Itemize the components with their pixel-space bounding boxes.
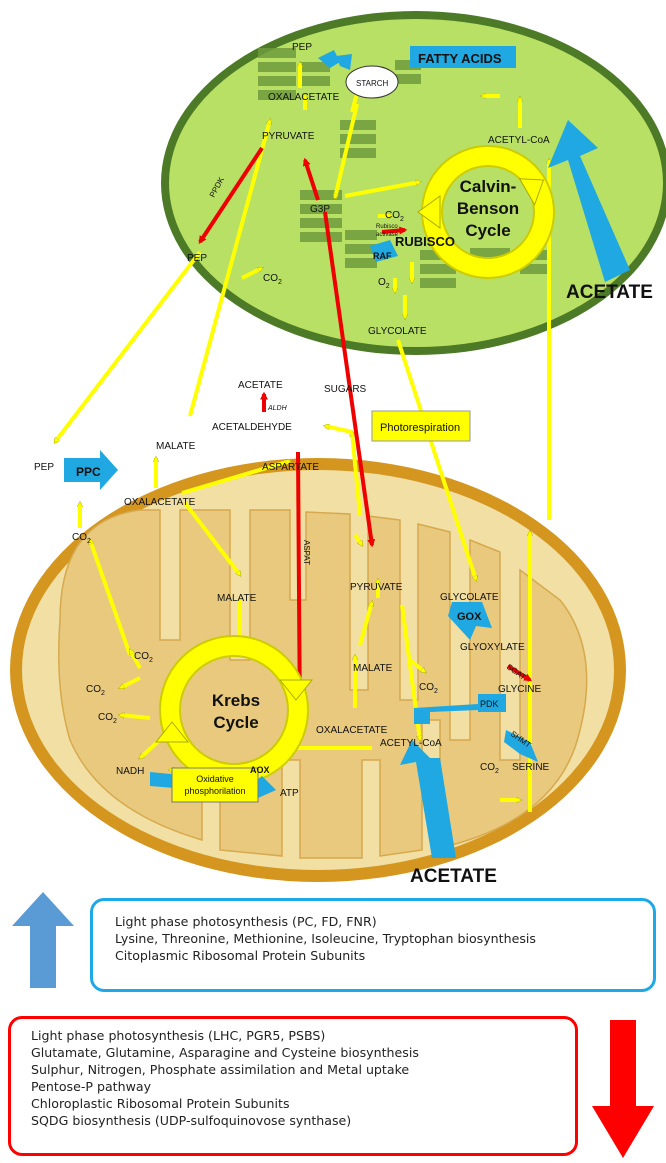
label-pep-left: PEP <box>187 253 207 264</box>
photorespiration-box <box>371 410 471 442</box>
label-co2-cyto: CO2 <box>72 532 91 545</box>
acetate-import-arrow-chloroplast <box>548 120 630 282</box>
downregulated-item: SQDG biosynthesis (UDP-sulfoquinovose sy… <box>31 1113 352 1128</box>
ppc-marker <box>64 450 118 490</box>
downregulated-item: Chloroplastic Ribosomal Protein Subunits <box>31 1096 290 1111</box>
pdk-box <box>478 694 506 712</box>
acetate-import-arrows <box>400 120 630 858</box>
label-malate-mid: MALATE <box>353 663 393 674</box>
label-co2-pdk: CO2 <box>419 682 438 695</box>
calvin-cycle-line2: Benson <box>457 199 519 218</box>
label-ppc: PPC <box>76 465 101 479</box>
label-pyruvate: PYRUVATE <box>350 582 403 593</box>
krebs-cycle-line1: Krebs <box>212 691 260 710</box>
upregulated-arrow-icon <box>12 892 74 988</box>
label-glycine: GLYCINE <box>498 684 541 695</box>
upregulated-item: Citoplasmic Ribosomal Protein Subunits <box>115 948 366 963</box>
label-rubisco-activase-1: Rubisco <box>376 224 398 230</box>
label-co2-k1: CO2 <box>134 651 153 664</box>
label-sugars: SUGARS <box>324 384 367 395</box>
calvin-cycle-line1: Calvin- <box>460 177 517 196</box>
label-pep-cyto: PEP <box>34 462 54 473</box>
label-oxphos-2: phosphorilation <box>184 786 245 796</box>
calvin-cycle-line3: Cycle <box>465 221 510 240</box>
label-co2-left: CO2 <box>263 273 282 286</box>
upregulated-item: Lysine, Threonine, Methionine, Isoleucin… <box>115 931 536 946</box>
metabolic-pathway-diagram: Calvin- Benson Cycle Krebs Cycle PEP OXA… <box>10 11 666 887</box>
label-raf: RAF <box>373 251 392 261</box>
label-aspat: ASPAT <box>302 540 311 565</box>
label-glycolate-top: GLYCOLATE <box>368 326 427 337</box>
label-oxalacetate-top: OXALACETATE <box>268 92 340 103</box>
label-rubisco-activase-2: activase <box>376 232 399 238</box>
label-acetate-bottom: ACETATE <box>410 866 497 887</box>
yellow-flow-arrows <box>53 63 549 812</box>
label-co2-k3: CO2 <box>98 712 117 725</box>
label-o2: O2 <box>378 277 390 290</box>
label-acetaldehyde: ACETALDEHYDE <box>212 422 292 433</box>
starch-oval <box>345 65 399 99</box>
label-pyruvate-top: PYRUVATE <box>262 131 315 142</box>
label-glyoxylate: GLYOXYLATE <box>460 642 525 653</box>
label-atp: ATP <box>280 788 299 799</box>
label-gox: GOX <box>457 611 482 623</box>
downregulated-arrow-icon <box>592 1020 654 1158</box>
label-photorespiration: Photorespiration <box>380 422 460 434</box>
label-malate-left: MALATE <box>217 593 257 604</box>
label-rubisco: RUBISCO <box>395 234 455 249</box>
label-malate-cyto: MALATE <box>156 441 196 452</box>
label-co2-shmt: CO2 <box>480 762 499 775</box>
label-serine: SERINE <box>512 762 550 773</box>
label-fatty-acids: FATTY ACIDS <box>418 51 502 66</box>
oxphos-box <box>171 767 259 803</box>
pdk-inhibitor <box>414 704 478 724</box>
label-acetyl-coa: ACETYL-CoA <box>380 738 442 749</box>
fatty-acids-box <box>410 46 516 68</box>
acetate-import-arrow-mitochondrion <box>400 740 456 858</box>
mitochondrion <box>10 458 626 882</box>
label-co2-top: CO2 <box>385 210 404 223</box>
label-oxalacetate-cyto: OXALACETATE <box>124 497 196 508</box>
label-acetate-right: ACETATE <box>566 282 653 303</box>
label-starch: STARCH <box>356 79 389 88</box>
raf-marker <box>370 240 398 262</box>
label-aox: AOX <box>250 765 270 775</box>
upregulated-item: Light phase photosynthesis (PC, FD, FNR) <box>115 914 377 929</box>
label-glycolate: GLYCOLATE <box>440 592 499 603</box>
krebs-cycle-line2: Cycle <box>213 713 258 732</box>
label-acetyl-coa-top: ACETYL-CoA <box>488 135 550 146</box>
downregulated-item: Light phase photosynthesis (LHC, PGR5, P… <box>31 1028 326 1043</box>
calvin-benson-cycle: Calvin- Benson Cycle <box>417 145 555 279</box>
label-nadh: NADH <box>116 766 144 777</box>
shmt-marker <box>504 730 538 762</box>
label-aldh: ALDH <box>267 405 288 412</box>
upregulated-legend: Light phase photosynthesis (PC, FD, FNR)… <box>90 898 656 992</box>
label-pep-top: PEP <box>292 42 312 53</box>
downregulated-item: Pentose-P pathway <box>31 1079 152 1094</box>
label-co2-k2: CO2 <box>86 684 105 697</box>
gox-marker <box>448 602 492 640</box>
downregulated-item: Glutamate, Glutamine, Asparagine and Cys… <box>31 1045 419 1060</box>
label-pdk: PDK <box>480 699 499 709</box>
label-acetate-top: ACETATE <box>238 380 283 391</box>
label-oxalacetate-mito: OXALACETATE <box>316 725 388 736</box>
label-oxphos-1: Oxidative <box>196 774 234 784</box>
starch-enzyme-arrows <box>318 50 340 68</box>
downregulated-legend: Light phase photosynthesis (LHC, PGR5, P… <box>8 1016 578 1156</box>
downregulated-item: Sulphur, Nitrogen, Phosphate assimilatio… <box>31 1062 410 1077</box>
label-g3p: G3P <box>310 204 330 215</box>
label-aspartate: ASPARTATE <box>262 462 319 473</box>
